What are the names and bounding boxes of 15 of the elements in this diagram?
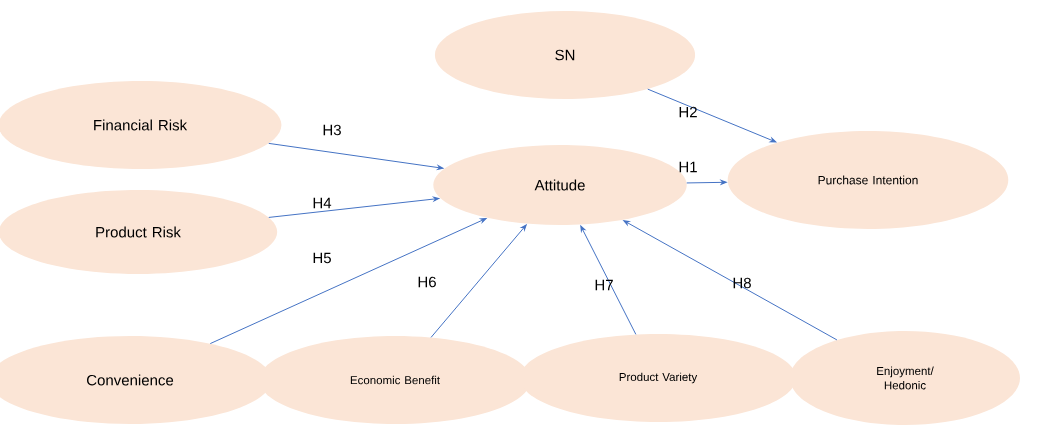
edge-label: H8 bbox=[733, 277, 751, 289]
arrow bbox=[686, 180, 727, 185]
arrow bbox=[623, 220, 838, 341]
edge-label: H6 bbox=[418, 276, 436, 288]
arrow bbox=[209, 218, 487, 345]
arrow bbox=[268, 196, 440, 218]
edge-label: H4 bbox=[313, 197, 332, 209]
edge-label: H3 bbox=[323, 124, 341, 136]
arrow bbox=[268, 142, 444, 170]
edge-label: H2 bbox=[679, 106, 697, 118]
arrow bbox=[580, 225, 637, 335]
arrow bbox=[647, 88, 777, 143]
edge-label: H5 bbox=[313, 252, 331, 264]
edge-label: H7 bbox=[595, 279, 613, 291]
arrow bbox=[430, 224, 527, 338]
